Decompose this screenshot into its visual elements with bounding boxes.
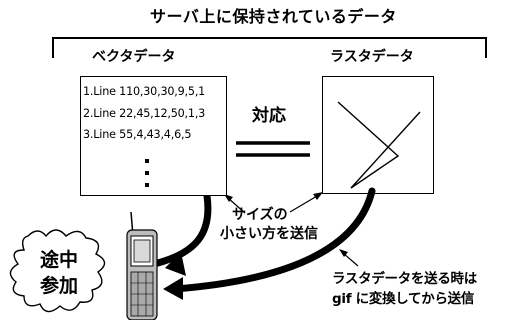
gif-note-line2: gif に変換してから送信 bbox=[332, 291, 475, 307]
ellipsis-dot bbox=[145, 159, 149, 163]
vector-send-arrowhead bbox=[165, 252, 186, 276]
join-badge-line2: 参加 bbox=[40, 275, 79, 297]
gif-note-line1: ラスタデータを送る時は bbox=[332, 271, 477, 287]
join-badge-cloud bbox=[9, 229, 106, 313]
ellipsis-dot bbox=[145, 183, 149, 187]
pointer-to-vector-head bbox=[224, 194, 233, 202]
ellipsis-dot bbox=[145, 171, 149, 175]
server-title: サーバ上に保持されているデータ bbox=[150, 7, 397, 26]
raster-data-box bbox=[322, 76, 434, 194]
vector-line-2: 2.Line 22,45,12,50,1,3 bbox=[83, 107, 206, 120]
vector-line-1: 1.Line 110,30,30,9,5,1 bbox=[83, 85, 206, 98]
pointer-to-raster bbox=[289, 195, 318, 213]
vector-send-arrow bbox=[146, 192, 212, 269]
server-bracket bbox=[52, 37, 487, 58]
pointer-to-raster-arrow bbox=[342, 252, 359, 267]
raster-drawing bbox=[337, 101, 421, 189]
correspondence-label: 対応 bbox=[252, 106, 286, 126]
size-note-line1: サイズの bbox=[232, 207, 288, 223]
size-note-line2: 小さい方を送信 bbox=[220, 226, 318, 242]
pointer-to-raster-head bbox=[313, 192, 323, 200]
vector-line-3: 3.Line 55,4,43,4,6,5 bbox=[83, 128, 192, 141]
vector-label: ベクタデータ bbox=[92, 49, 176, 65]
raster-send-arrowhead bbox=[163, 277, 183, 300]
raster-send-arrow bbox=[171, 187, 376, 293]
pointer-to-raster-arrow-head bbox=[339, 249, 348, 257]
vector-data-box: 1.Line 110,30,30,9,5,1 2.Line 22,45,12,5… bbox=[80, 76, 227, 196]
join-badge-line1: 途中 bbox=[40, 249, 79, 271]
pointer-to-vector bbox=[227, 197, 246, 214]
raster-label: ラスタデータ bbox=[330, 49, 414, 65]
mobile-phone-icon bbox=[126, 211, 158, 320]
